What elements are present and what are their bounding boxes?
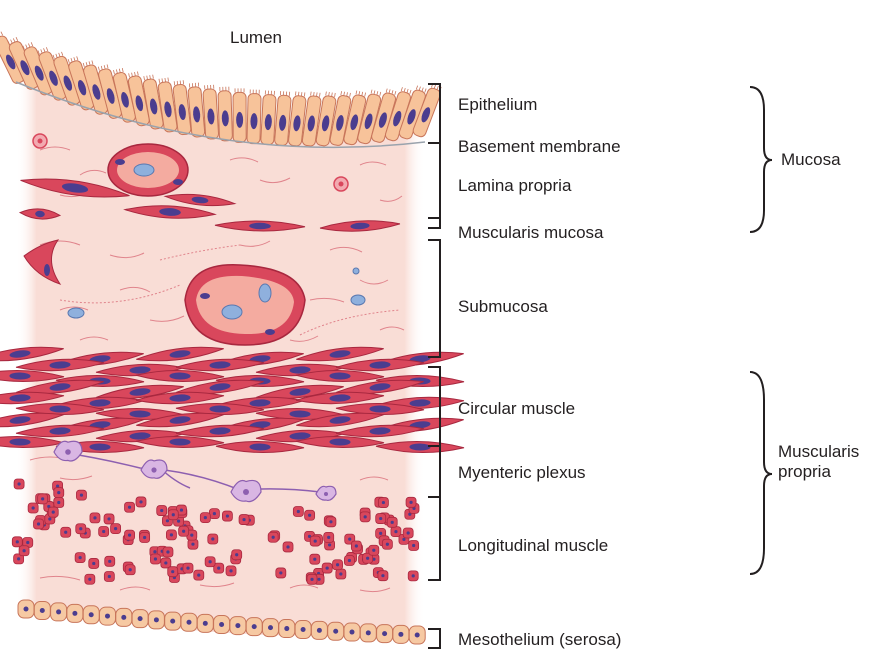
epithelial-cell: [247, 89, 261, 143]
bracket-myenteric: [428, 446, 440, 497]
brace-muscularis-propria: [750, 372, 772, 574]
brace-mucosa: [750, 87, 772, 232]
label-circular-muscle: Circular muscle: [458, 399, 575, 419]
label-myenteric-plexus: Myenteric plexus: [458, 463, 586, 483]
lumen-label: Lumen: [230, 28, 282, 48]
bracket-lamina: [428, 143, 440, 218]
bracket-submucosa: [428, 240, 440, 357]
label-mesothelium: Mesothelium (serosa): [458, 630, 621, 650]
label-longitudinal-muscle: Longitudinal muscle: [458, 536, 608, 556]
label-basement-membrane: Basement membrane: [458, 137, 621, 157]
bracket-longitudinal: [428, 497, 440, 580]
layer-brackets: [428, 84, 772, 648]
epithelial-cell: [233, 88, 246, 142]
label-muscularis-propria: Muscularis propria: [778, 442, 884, 482]
label-lamina-propria: Lamina propria: [458, 176, 571, 196]
bracket-mesothelium: [428, 629, 440, 648]
epithelial-cell: [218, 87, 233, 141]
label-submucosa: Submucosa: [458, 297, 548, 317]
bracket-muscularis-mucosa: [428, 218, 440, 228]
submucosa-vessel: [185, 265, 305, 345]
epithelial-cell: [261, 90, 277, 145]
epithelial-cell: [203, 85, 219, 140]
lamina-vessel: [108, 144, 188, 196]
label-mucosa: Mucosa: [781, 150, 841, 170]
neuron-nucleus: [65, 449, 71, 455]
label-muscularis-mucosa: Muscularis mucosa: [458, 223, 604, 243]
neuron-nucleus: [324, 492, 328, 496]
label-epithelium: Epithelium: [458, 95, 537, 115]
neuron-nucleus: [243, 489, 249, 495]
neuron-nucleus: [151, 467, 156, 472]
